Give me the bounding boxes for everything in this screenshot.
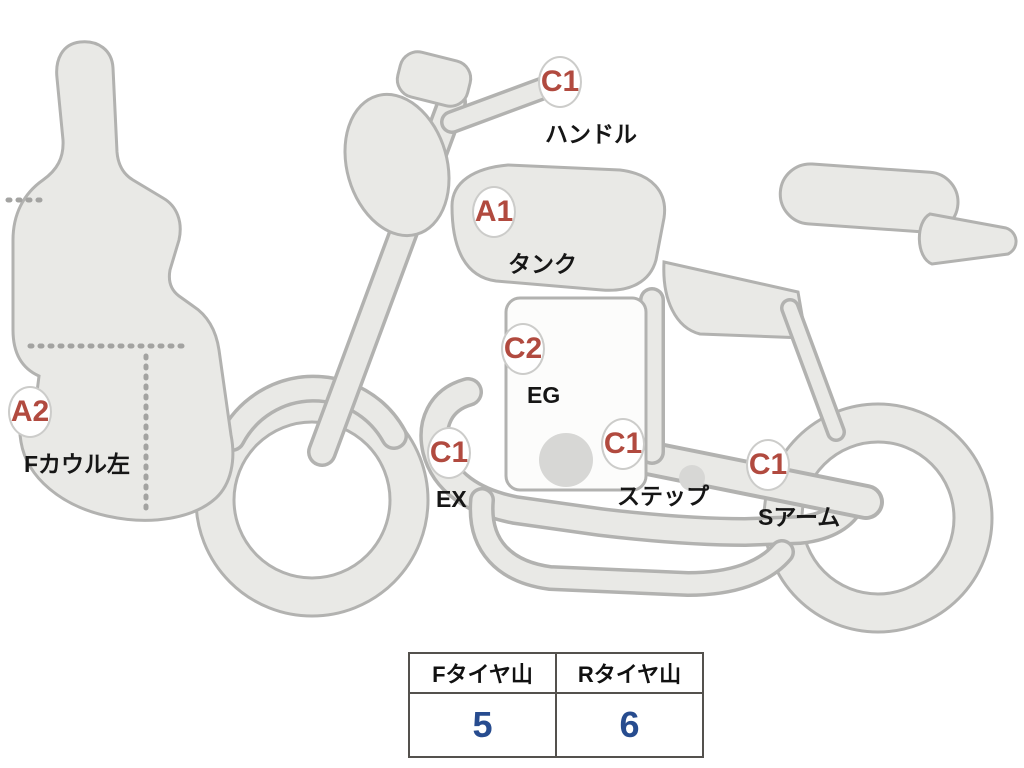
headlight-cowl xyxy=(343,92,451,238)
lower-frame-rail xyxy=(468,487,795,597)
part-name: ステップ xyxy=(617,483,709,509)
condition-label-front-cowl-left: A2 Fカウル左 xyxy=(8,386,130,479)
seat xyxy=(778,162,960,234)
condition-code: C1 xyxy=(603,427,643,460)
condition-code: A1 xyxy=(474,195,514,228)
engine-crank-cover xyxy=(539,433,593,487)
condition-code: A2 xyxy=(10,395,50,428)
tire-tread-table: Fタイヤ山 Rタイヤ山 5 6 xyxy=(408,652,704,758)
condition-label-step: C1 ステップ xyxy=(601,418,709,511)
instrument-cluster xyxy=(395,50,473,108)
rear-tire-header: Rタイヤ山 xyxy=(555,652,704,694)
condition-label-swing-arm: C1 Sアーム xyxy=(746,439,840,532)
rear-frame-panel xyxy=(662,260,808,340)
tire-table-value-row: 5 6 xyxy=(408,692,704,758)
part-name: EX xyxy=(436,486,467,512)
rear-shock xyxy=(780,298,846,442)
front-fender xyxy=(218,374,408,452)
condition-code: C1 xyxy=(429,436,469,469)
part-name: Sアーム xyxy=(758,504,841,530)
part-name: ハンドル xyxy=(545,121,637,147)
condition-code-badge: A2 xyxy=(8,386,52,438)
condition-label-tank: A1 タンク xyxy=(472,186,577,279)
condition-code-badge: C1 xyxy=(746,439,790,491)
condition-code: C1 xyxy=(540,65,580,98)
part-name: Fカウル左 xyxy=(24,451,131,477)
condition-label-engine: C2 EG xyxy=(501,323,560,409)
front-wheel xyxy=(194,382,430,618)
front-cowl-left-part xyxy=(5,40,235,522)
tail-cowl xyxy=(917,212,1018,266)
condition-code-badge: C1 xyxy=(601,418,645,470)
front-tire-header: Fタイヤ山 xyxy=(408,652,557,694)
part-name: EG xyxy=(527,382,561,408)
condition-code-badge: A1 xyxy=(472,186,516,238)
condition-code-badge: C2 xyxy=(501,323,545,375)
condition-code-badge: C1 xyxy=(427,427,471,479)
rear-wheel xyxy=(762,402,994,634)
part-name: タンク xyxy=(508,251,577,277)
condition-code: C2 xyxy=(503,332,543,365)
condition-code: C1 xyxy=(748,448,788,481)
front-tire-value: 5 xyxy=(408,692,557,758)
condition-code-badge: C1 xyxy=(538,56,582,108)
condition-label-handlebar: C1 ハンドル xyxy=(538,56,637,149)
rear-tire-value: 6 xyxy=(555,692,704,758)
condition-label-exhaust: C1 EX xyxy=(427,427,471,513)
tire-table-header-row: Fタイヤ山 Rタイヤ山 xyxy=(408,652,704,694)
step-peg xyxy=(679,465,705,491)
